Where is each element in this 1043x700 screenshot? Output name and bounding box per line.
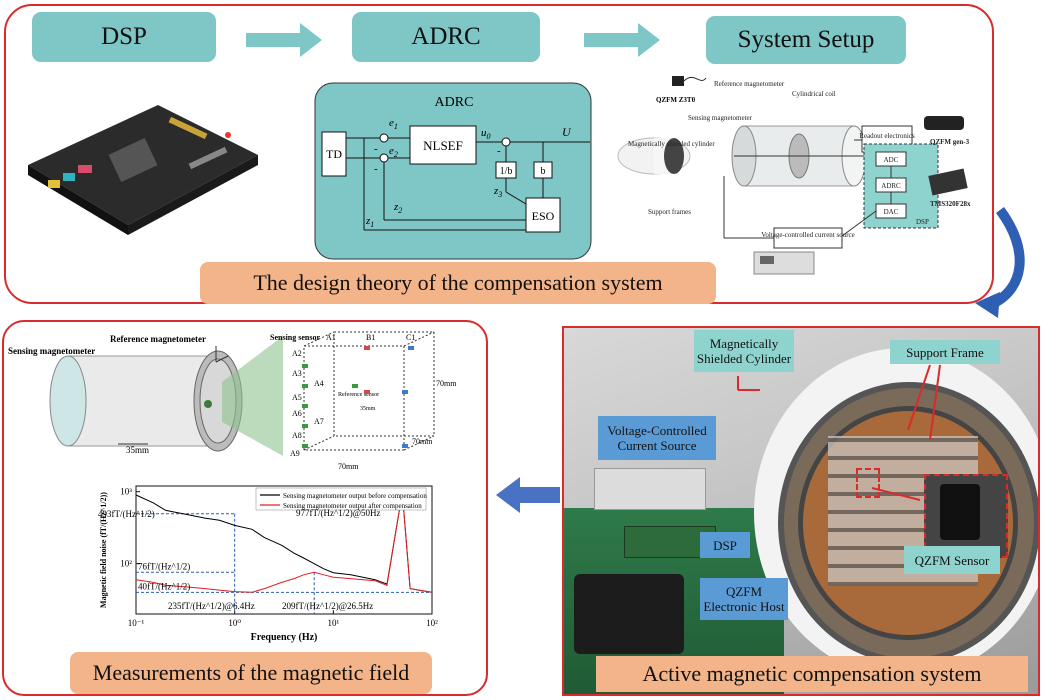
grid-a2: A2 xyxy=(292,349,302,358)
grid-b1: B1 xyxy=(366,333,375,342)
system-setup-schematic: QZFM Z3T0 Reference magnetometer Cylindr… xyxy=(617,76,971,275)
reference-magnetometer-label: Reference magnetometer xyxy=(714,80,785,88)
grid-a1: A1 xyxy=(326,333,336,342)
dsp-setup-label: DSP xyxy=(916,218,929,226)
vccs-setup-label: Voltage-controlled current source xyxy=(761,231,855,239)
grid-a8: A8 xyxy=(292,431,302,440)
flow-arrow-2 xyxy=(584,23,660,57)
reference-magnetometer-label-2: Reference magnetometer xyxy=(110,334,206,344)
annotation-6-4hz: 235fT/(Hz^1/2)@6.4Hz xyxy=(168,601,255,611)
annotation-493: 493fT/(Hz^1/2) xyxy=(98,509,155,519)
x-tick-label-3: 10² xyxy=(426,618,438,628)
label-shielded-cylinder: Magnetically Shielded Cylinder xyxy=(694,330,794,372)
grid-a5: A5 xyxy=(292,393,302,402)
z1-label: z1 xyxy=(365,215,374,229)
active-compensation-caption: Active magnetic compensation system xyxy=(596,656,1028,692)
dim-35mm-left: 35mm xyxy=(126,445,149,455)
legend-label-1: Sensing magnetometer output after compen… xyxy=(283,502,422,510)
flow-system-setup: System Setup xyxy=(706,16,906,64)
b-label: b xyxy=(541,166,546,177)
dim-35mm-inner: 35mm xyxy=(360,406,376,412)
measurement-caption: Measurements of the magnetic field xyxy=(70,652,432,694)
label-qzfm-sensor: QZFM Sensor xyxy=(904,546,1000,574)
annotation-40: 40fT/(Hz^1/2) xyxy=(138,581,190,591)
dim-70mm-bottom: 70mm xyxy=(338,462,359,471)
grid-c1: C1 xyxy=(406,333,415,342)
z3-label: z3 xyxy=(493,185,502,199)
U-label: U xyxy=(562,125,572,139)
annotation-76: 76fT/(Hz^1/2) xyxy=(138,561,190,571)
e1-label: e1 xyxy=(389,117,398,131)
active-compensation-panel xyxy=(562,326,1040,696)
dac-label: DAC xyxy=(884,208,899,216)
curved-arrow xyxy=(987,207,1025,310)
grid-a9: A9 xyxy=(290,449,300,458)
x-tick-label-2: 10¹ xyxy=(327,618,339,628)
y-tick-label-1: 10³ xyxy=(120,487,132,497)
left-block-arrow xyxy=(496,477,560,513)
current-source-photo xyxy=(594,468,706,510)
minus-1: - xyxy=(374,143,378,155)
sensing-magnetometer-label-2: Sensing magnetometer xyxy=(8,346,95,356)
dim-70mm-right: 70mm xyxy=(436,379,457,388)
label-electronic-host: QZFM Electronic Host xyxy=(700,578,788,620)
flow-dsp: DSP xyxy=(32,12,216,62)
y-tick-label-0: 10² xyxy=(120,559,132,569)
legend-label-0: Sensing magnetometer output before compe… xyxy=(283,492,427,500)
x-tick-label-1: 10⁰ xyxy=(228,618,241,628)
reference-sensor-label: Reference sensor xyxy=(338,391,379,398)
grid-a6: A6 xyxy=(292,409,302,418)
shielded-cylinder-label: Magnetically shielded cylinder xyxy=(628,140,715,148)
z2-label: z2 xyxy=(393,201,402,215)
flow-arrow-1 xyxy=(246,23,322,57)
dim-70mm-depth: 70mm xyxy=(412,437,433,446)
nlsef-label: NLSEF xyxy=(423,138,463,153)
noise-spectrum-chart: 10⁻¹ 10⁰ 10¹ 10² 10² 10³ Frequency (Hz) Magneti… xyxy=(98,485,438,643)
sensing-magnetometer-label: Sensing magnetometer xyxy=(688,114,753,122)
e2-label: e2 xyxy=(389,145,398,159)
inv-b-label: 1/b xyxy=(500,166,513,177)
cylindrical-coil-label: Cylindrical coil xyxy=(792,90,836,98)
eso-label: ESO xyxy=(532,209,555,223)
sensing-sensor-label: Sensing sensor xyxy=(270,333,320,342)
u0-label: u0 xyxy=(481,127,491,141)
annotation-50hz: 977fT/(Hz^1/2)@50Hz xyxy=(296,508,381,518)
flow-adrc: ADRC xyxy=(352,12,540,62)
series-line-1 xyxy=(135,492,433,593)
adrc-title: ADRC xyxy=(435,95,474,110)
annotation-26-5hz: 209fT/(Hz^1/2)@26.5Hz xyxy=(282,601,373,611)
td-label: TD xyxy=(326,147,342,161)
minus-3: - xyxy=(497,145,501,157)
x-axis-label: Frequency (Hz) xyxy=(251,632,318,643)
legend-box xyxy=(255,487,427,511)
minus-2: - xyxy=(374,163,378,175)
y-axis-label: Magnetic field noise (fT/(Hz^1/2)) xyxy=(99,492,108,608)
design-theory-caption: The design theory of the compensation sy… xyxy=(200,262,716,304)
readout-electronics-label: Readout electronics xyxy=(859,132,915,140)
x-tick-label-0: 10⁻¹ xyxy=(128,618,145,628)
label-support-frame: Support Frame xyxy=(890,340,1000,364)
tms-label: TMS320F28x xyxy=(930,200,971,208)
electronic-host-photo xyxy=(574,574,684,654)
grid-a3: A3 xyxy=(292,369,302,378)
qzfm-z3t0-label: QZFM Z3T0 xyxy=(656,96,696,104)
adc-label: ADC xyxy=(884,156,899,164)
dsp-board-illustration xyxy=(28,105,258,235)
adrc-block-diagram: ADRC TD NLSEF 1/b b ESO e1 e2 u0 U z2 z1… xyxy=(314,82,592,260)
support-frames-label: Support frames xyxy=(648,208,691,216)
qzfm-gen3-label: QZFM gen-3 xyxy=(930,138,970,146)
label-vccs: Voltage-Controlled Current Source xyxy=(598,416,716,460)
grid-a7: A7 xyxy=(314,417,324,426)
label-dsp-photo: DSP xyxy=(700,532,750,558)
measurement-illustration: Sensing magnetometer Reference magnetome… xyxy=(8,331,457,471)
grid-a4: A4 xyxy=(314,379,324,388)
setup-adrc-label: ADRC xyxy=(881,182,901,190)
